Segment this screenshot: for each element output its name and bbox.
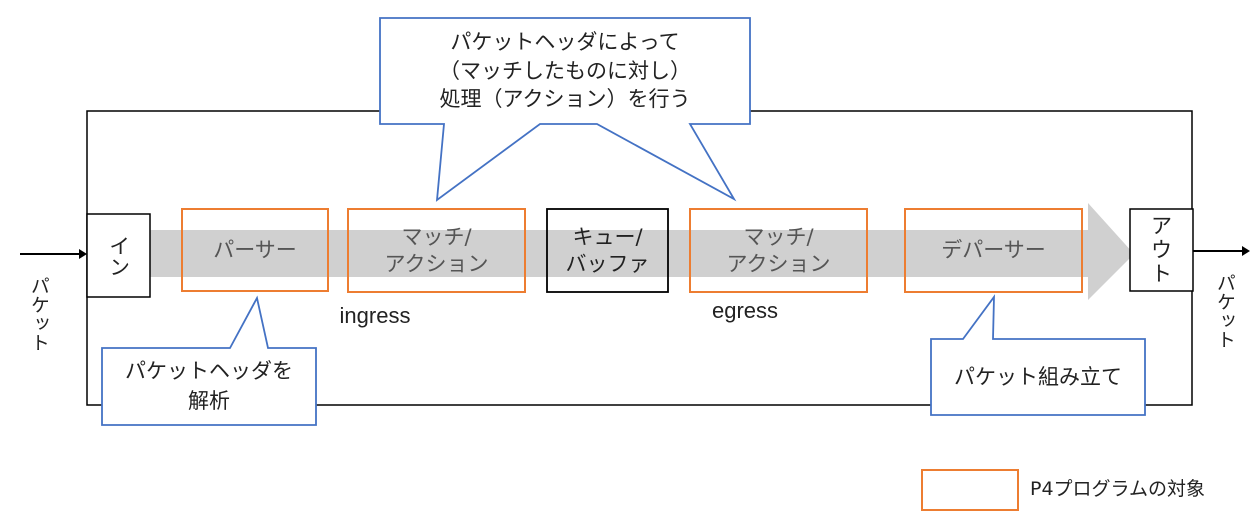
deparser-box xyxy=(904,208,1083,293)
queue-buffer-label: キュー/ バッファ xyxy=(547,209,668,292)
parser-callout xyxy=(101,295,317,426)
ingress-match-action-label: マッチ/ アクション xyxy=(348,209,525,292)
queue-buffer-line-1: キュー/ xyxy=(572,225,643,250)
packet-out-label: パケット xyxy=(1213,273,1236,349)
egress-match-action-line-2: アクション xyxy=(726,251,831,276)
top-callout xyxy=(379,17,751,202)
egress-match-action-label: マッチ/ アクション xyxy=(690,209,867,292)
legend-label: P4プログラムの対象 xyxy=(1030,478,1205,501)
out-char-1: ア xyxy=(1151,213,1172,238)
packet-out-arrow-head xyxy=(1242,246,1250,256)
packet-in-arrow-head xyxy=(79,249,87,259)
out-box xyxy=(1129,208,1194,292)
parser-callout-line-2: 解析 xyxy=(188,388,230,413)
parser-label: パーサー xyxy=(213,237,297,262)
top-callout-line-2: （マッチしたものに対し） xyxy=(439,58,691,83)
pipeline-arrow xyxy=(150,203,1134,300)
parser-callout-line-1: パケットヘッダを xyxy=(125,359,293,384)
out-char-2: ウ xyxy=(1151,237,1172,262)
deparser-callout xyxy=(930,294,1146,416)
top-callout-line-1: パケットヘッダによって xyxy=(450,30,680,55)
egress-match-action-line-1: マッチ/ xyxy=(743,225,814,250)
legend-swatch xyxy=(921,469,1019,511)
parser-callout-text: パケットヘッダを 解析 xyxy=(102,350,316,423)
ingress-match-action-line-1: マッチ/ xyxy=(401,225,472,250)
deparser-label: デパーサー xyxy=(941,238,1046,263)
out-char-3: ト xyxy=(1151,262,1172,287)
queue-buffer-box xyxy=(546,208,669,293)
ingress-label: ingress xyxy=(339,303,411,329)
top-callout-line-3: 処理（アクション）を行う xyxy=(439,87,691,112)
ingress-match-action-line-2: アクション xyxy=(384,251,489,276)
packet-in-label: パケット xyxy=(27,276,50,352)
out-label: ア ウ ト xyxy=(1130,209,1193,291)
parser-box xyxy=(181,208,329,292)
top-callout-text: パケットヘッダによって （マッチしたものに対し） 処理（アクション）を行う xyxy=(380,22,750,120)
ingress-match-action-box xyxy=(347,208,526,293)
in-box xyxy=(86,213,151,298)
queue-buffer-line-2: バッファ xyxy=(565,251,650,276)
deparser-callout-text: パケット組み立て xyxy=(954,364,1122,389)
in-label: イン xyxy=(106,234,131,277)
egress-label: egress xyxy=(711,298,779,324)
egress-match-action-box xyxy=(689,208,868,293)
